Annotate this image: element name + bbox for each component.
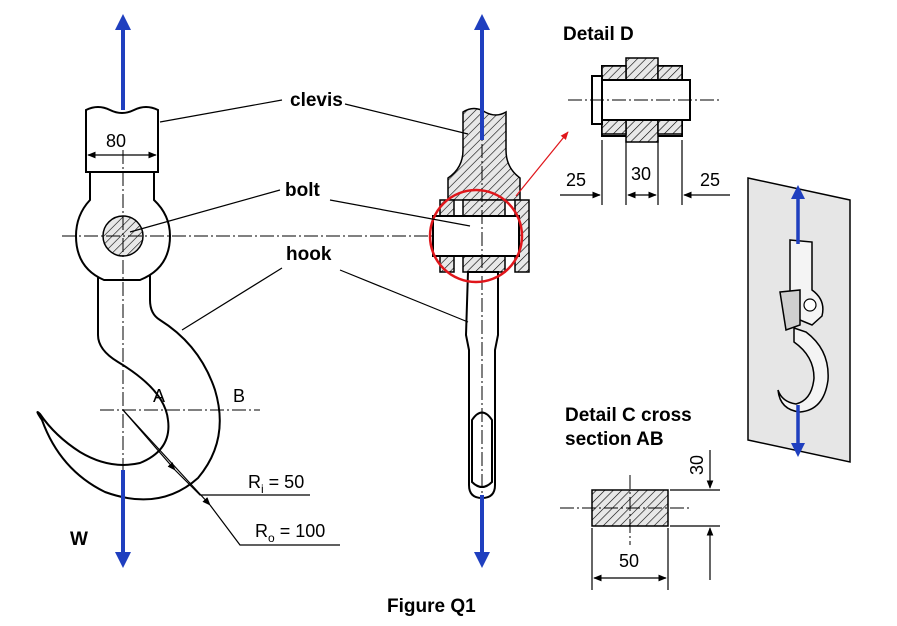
hook-body-left <box>36 269 221 501</box>
isometric-panel <box>747 177 851 463</box>
bolt-section-middle <box>432 215 520 257</box>
detail-c-title-1: Detail C cross <box>565 405 692 426</box>
section-label-b: B <box>233 386 245 406</box>
detail-c-title-2: section AB <box>565 429 664 450</box>
label-clevis: clevis <box>290 90 343 111</box>
callouts: clevis bolt hook <box>129 90 471 331</box>
detail-d-dim-left: 25 <box>566 170 586 190</box>
figure-caption: Figure Q1 <box>387 596 476 617</box>
detail-d-pointer <box>515 131 569 197</box>
detail-c-dim-height: 30 <box>687 455 707 475</box>
dim-80: 80 <box>106 131 126 151</box>
load-label-w: W <box>70 529 88 550</box>
detail-c: Detail C cross section AB 30 50 <box>560 405 720 590</box>
detail-d-circle <box>428 188 524 284</box>
label-bolt: bolt <box>285 180 320 201</box>
detail-d-dim-mid: 30 <box>631 164 651 184</box>
detail-d-title: Detail D <box>563 24 634 45</box>
ri-label: Ri = 50 <box>248 472 304 496</box>
detail-d-dim-right: 25 <box>700 170 720 190</box>
section-label-a: A <box>153 386 165 406</box>
detail-d: Detail D 25 30 25 <box>560 24 730 205</box>
middle-view <box>428 14 569 568</box>
detail-c-dim-width: 50 <box>619 551 639 571</box>
label-hook: hook <box>286 244 332 265</box>
left-view: 80 Ri = 50 Ro = 100 A B W <box>36 14 480 568</box>
ro-label: Ro = 100 <box>255 521 325 545</box>
